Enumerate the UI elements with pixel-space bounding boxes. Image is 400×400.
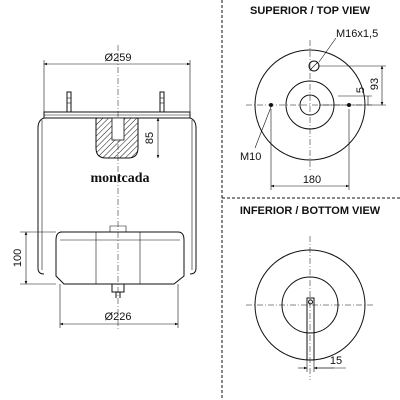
- dim-piston-height: 100: [12, 231, 56, 285]
- dim-bottom-offset-label: 15: [330, 355, 342, 367]
- bottom-inner-circle: [281, 276, 339, 334]
- dim-stud-spacing: 180: [270, 109, 350, 190]
- dim-bottom-offset: 15: [298, 355, 346, 372]
- bottom-slot: [306, 297, 315, 361]
- dim-piston-height-label: 100: [12, 249, 24, 267]
- dim-top-diameter: Ø259: [43, 52, 191, 112]
- top-view-title: SUPERIOR / TOP VIEW: [250, 5, 371, 17]
- dim-bottom-diameter-label: Ø226: [105, 311, 132, 323]
- bumper: [95, 117, 139, 159]
- thread-label: M16x1,5: [336, 28, 378, 40]
- dim-offsets: 5 93: [318, 65, 386, 106]
- dim-bottom-diameter: Ø226: [59, 284, 179, 328]
- top-view: SUPERIOR / TOP VIEW M16x1,5 M10 5: [240, 5, 386, 190]
- side-view: Ø259 85 montcada 100 Ø226: [12, 45, 197, 330]
- panel-dividers: [221, 0, 400, 400]
- air-inlet: M16x1,5: [308, 28, 378, 72]
- dim-bumper-height-label: 85: [144, 132, 156, 144]
- bottom-fitting: [111, 283, 125, 298]
- piston: [55, 225, 185, 285]
- bottom-view: INFERIOR / BOTTOM VIEW 15: [240, 205, 381, 380]
- brand-label: montcada: [90, 171, 149, 186]
- dim-offset-small-label: 5: [355, 87, 367, 93]
- dim-bumper-height: 85: [144, 117, 160, 159]
- dim-top-diameter-label: Ø259: [105, 52, 132, 64]
- stud-label: M10: [240, 151, 261, 163]
- top-studs: [66, 91, 165, 113]
- bellows-outline: [37, 117, 197, 275]
- bottom-view-title: INFERIOR / BOTTOM VIEW: [240, 205, 381, 217]
- dim-stud-spacing-label: 180: [303, 174, 321, 186]
- dim-offset-large-label: 93: [369, 78, 381, 90]
